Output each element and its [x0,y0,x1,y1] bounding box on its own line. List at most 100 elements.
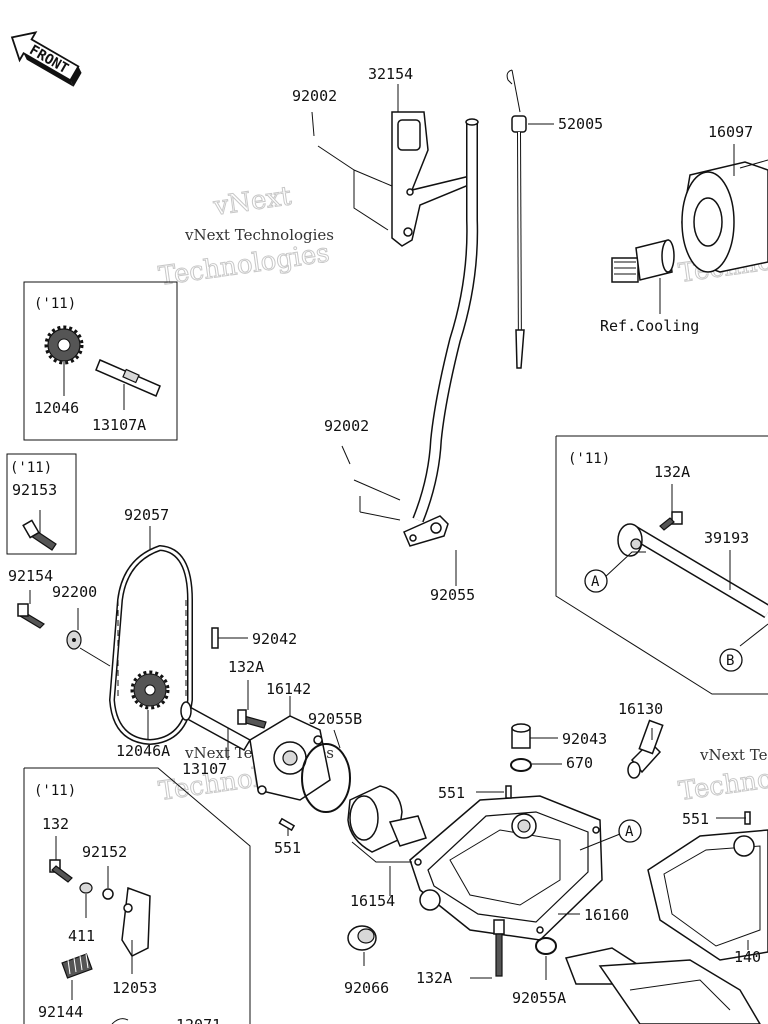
oil-filter-16097 [611,159,768,283]
callout-label: 132 [42,815,69,833]
svg-text:A: A [625,824,634,840]
year-tag: ('11) [34,783,76,799]
callout-label: 92055A [512,989,566,1007]
plug-92066 [347,925,377,951]
bolt-132a-mid [237,709,267,729]
year-tag: ('11) [34,296,76,312]
callout-label: 92043 [562,730,607,748]
relief-valve-16130 [627,719,664,779]
inset-box-sprocket [23,281,178,441]
callout-label: 670 [566,754,593,772]
bolt-92153 [22,519,57,551]
callout-label: 52005 [558,115,603,133]
dipstick-tube [403,118,479,547]
shaft-13107 [180,701,252,752]
inset-box-bolt [6,453,77,555]
oil-pump-16142 [249,715,331,801]
part-12071-partial [111,1018,129,1024]
oil-pan-partial-right [647,811,768,961]
callout-label: 16160 [584,906,629,924]
inset-box-tensioner [23,767,251,1024]
callout-label: 92152 [82,843,127,861]
callout-label: 12046 [34,399,79,417]
callout-label: 39193 [704,529,749,547]
callout-label: 411 [68,927,95,945]
callout-label: 92057 [124,506,169,524]
chain-92057 [108,544,193,746]
sprocket-12046 [44,325,84,365]
callout-label: 551 [274,839,301,857]
year-tag: ('11) [10,460,52,476]
callout-label: 92055B [308,710,362,728]
callout-label: 551 [682,810,709,828]
callout-label: 12053 [112,979,157,997]
callout-label: 92002 [292,87,337,105]
nut-92152 [102,888,114,900]
washer-411 [79,882,93,894]
nipple-fitting [611,239,675,283]
leader-lines [29,84,768,1000]
oil-pan-16160 [409,795,603,941]
o-ring-670 [510,758,532,772]
callout-label: 92055 [430,586,475,604]
callout-label: 132A [654,463,690,481]
pipe-39193 [617,523,768,619]
callout-label: 132A [228,658,264,676]
callout-label: 13107A [92,416,146,434]
callout-label: 16154 [350,892,395,910]
svg-text:B: B [726,653,734,669]
callout-label: 32154 [368,65,413,83]
inset-box-pipe [555,435,768,695]
pin-551-pan [505,785,512,799]
collar-92043 [511,723,531,749]
dipstick-52005 [506,69,527,369]
callout-label: 12071 [176,1016,221,1024]
o-ring-92055a [535,937,557,955]
callout-label: 16130 [618,700,663,718]
watermark: vNext Technologies vNext Technologies vN… [156,181,768,808]
svg-text:Technologies: Technologies [157,238,332,292]
o-ring-92055b [301,743,351,813]
pin-92042 [211,627,219,649]
bolt-92154 [17,603,45,629]
bolt-132 [49,859,73,883]
callout-label: 92144 [38,1003,83,1021]
callout-label: Ref.Cooling [600,317,699,335]
cooler-housing [564,947,761,1024]
callout-label: 92200 [52,583,97,601]
ref-marker-b: B [719,648,743,672]
washer-92200 [66,630,82,650]
svg-text:vNext: vNext [211,181,294,222]
callout-label: 551 [438,784,465,802]
bolt-132a-bottom [493,919,505,977]
ref-marker-a1: A [584,569,608,593]
callout-label: 132A [416,969,452,987]
callout-labels: 92002 32154 52005 16097 Ref.Cooling 1204… [8,65,761,1024]
callout-label: 140 [734,948,761,966]
front-arrow-icon: FRONT [10,31,82,87]
svg-text:A: A [591,574,600,590]
svg-text:vNext Technologies: vNext Technologies [184,226,334,244]
shaft-13107a [95,359,161,397]
callout-label: 92154 [8,567,53,585]
callout-label: 92066 [344,979,389,997]
bracket-32154 [391,111,478,247]
callout-label: 13107 [182,760,227,778]
spring-92144 [61,953,93,979]
callout-label: 92042 [252,630,297,648]
pin-551-pump [278,817,296,832]
bolt-132a-right [659,511,683,531]
year-tag: ('11) [568,451,610,467]
svg-text:vNext Technologies: vNext Technologies [699,746,768,764]
strainer-16154 [347,785,427,853]
tensioner-12053 [121,886,151,957]
callout-label: 16097 [708,123,753,141]
sprocket-12046a [130,670,170,710]
callout-label: 16142 [266,680,311,698]
ref-marker-a2: A [618,819,642,843]
callout-label: 12046A [116,742,170,760]
callout-label: 92002 [324,417,369,435]
callout-label: 92153 [12,481,57,499]
